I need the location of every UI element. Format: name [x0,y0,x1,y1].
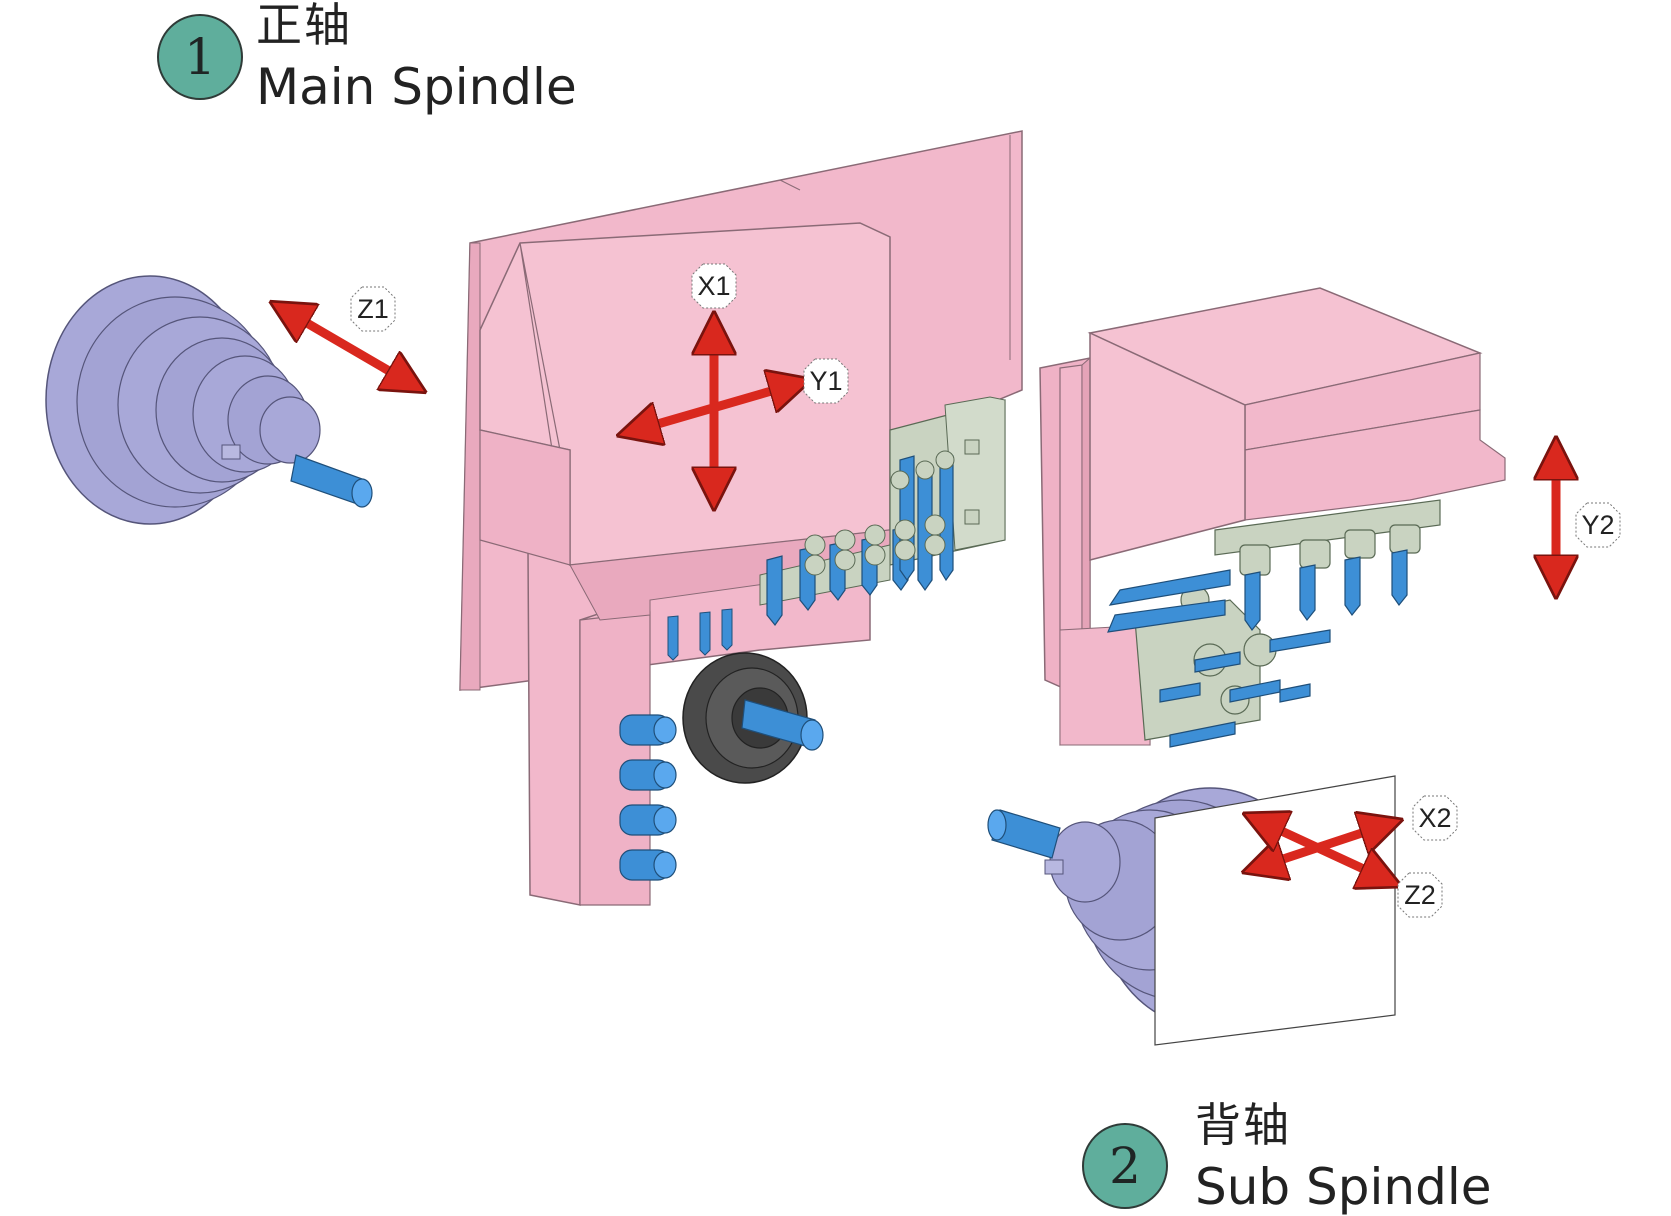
axis-label-y2: Y2 [1575,502,1621,548]
axis-label-z1-text: Z1 [357,294,389,324]
spindle-2-title-en: Sub Spindle [1195,1158,1492,1216]
spindle-2-title-cn: 背轴 [1195,1098,1291,1152]
axis-label-z2-text: Z2 [1404,880,1436,910]
axis-label-x2: X2 [1412,795,1458,841]
main-spindle-bar [290,454,373,508]
sub-horizontal-tools [1107,569,1331,748]
axis-arrows [288,312,1556,878]
spindle-2-number: 2 [1109,1137,1141,1195]
spindle-1-badge: 1 [157,14,243,100]
axis-label-y2-text: Y2 [1581,510,1614,540]
main-spindle [45,275,321,525]
sub-spindle [1044,775,1396,1046]
main-tool-holder-blocks [804,450,955,576]
axis-label-y1: Y1 [803,358,849,404]
axis-label-z2: Z2 [1397,872,1443,918]
y1-double-arrow-icon [637,385,792,430]
axis-label-x2-text: X2 [1418,803,1451,833]
sub-spindle-bar [987,809,1061,859]
axis-label-y1-text: Y1 [809,366,842,396]
grinding-wheel [682,652,824,784]
z1-double-arrow-icon [288,312,408,382]
spindle-1-number: 1 [184,28,216,86]
spindle-1-title-en: Main Spindle [256,58,577,116]
main-drill-bits [667,608,733,661]
axis-label-x1-text: X1 [697,271,730,301]
sub-carriage [1039,287,1506,746]
axis-label-x1: X1 [691,263,737,309]
cross-drill-stack [619,714,677,881]
sub-vertical-tools [1244,549,1408,632]
spindle-2-badge: 2 [1082,1123,1168,1209]
axis-labels: Z1 X1 Y1 Y2 X2 Z2 [350,263,1621,918]
spindle-1-title-cn: 正轴 [256,0,352,52]
axis-label-z1: Z1 [350,286,396,332]
z2-double-arrow-icon [1262,822,1383,878]
